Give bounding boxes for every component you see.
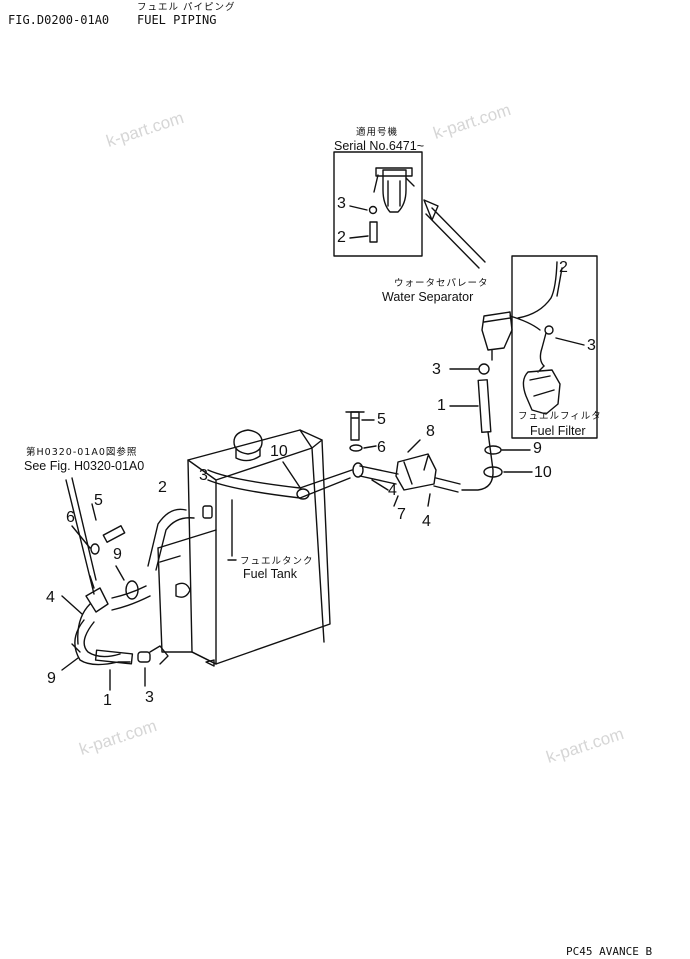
serial-label: Serial No.6471~ [334, 139, 424, 153]
water-separator-label: Water Separator [382, 290, 474, 304]
clamp-left-filter [352, 462, 364, 478]
water-separator-body [481, 311, 513, 361]
fuel-tank-label: Fuel Tank [243, 567, 297, 581]
inset-hose [369, 221, 378, 243]
callout-4-left: 4 [46, 589, 55, 606]
water-separator-label-japanese: ウォータセパレータ [394, 278, 489, 289]
callout-3-tank: 3 [199, 467, 208, 484]
callout-10-right: 10 [534, 464, 552, 481]
left-pump [85, 575, 109, 613]
callout-3-inset: 3 [337, 195, 346, 212]
fuel-tank-cap [233, 429, 263, 462]
callout-7: 7 [397, 506, 406, 523]
fuel-filter-drawing [522, 365, 561, 415]
clamp-9-left [125, 580, 139, 600]
hose-to-filter-left [359, 465, 399, 485]
separator-clip-3 [478, 363, 490, 375]
callout-3-fuel-filter: 3 [587, 337, 596, 354]
callout-1-separator: 1 [437, 397, 446, 414]
callout-2-fuel-filter: 2 [559, 259, 568, 276]
hose-loop-left [74, 619, 131, 666]
inset-filter-body [373, 167, 415, 213]
fuel-filter-inset-frame [511, 255, 598, 439]
figure-code: FIG.D0200-01A0 [8, 13, 110, 27]
fuel-filter-pipe [517, 261, 558, 319]
callout-3-separator: 3 [432, 361, 441, 378]
serial-label-japanese: 適用号機 [356, 127, 399, 138]
fuel-line-top [207, 469, 353, 489]
reference-label-japanese: 第H0320-01A0図参照 [26, 447, 138, 458]
callout-10-tank: 10 [270, 443, 288, 460]
fuel-filter-clip [544, 325, 554, 335]
callout-5-left: 5 [94, 492, 103, 509]
callout-8: 8 [426, 423, 435, 440]
figure-title: FUEL PIPING [137, 13, 217, 27]
callout-1-left: 1 [103, 692, 112, 709]
fuel-filter-label-japanese: フュエルフィルタ [518, 411, 602, 422]
bolt-5 [350, 411, 360, 441]
callout-9-lower-left: 9 [47, 670, 56, 687]
fuel-filter-label: Fuel Filter [530, 424, 586, 438]
fuel-tank-label-japanese: フュエルタンク [240, 556, 314, 567]
inset-clip [368, 205, 378, 215]
reference-label: See Fig. H0320-01A0 [24, 459, 145, 473]
hose-from-filter-right [433, 477, 461, 493]
tank-fitting-10 [296, 488, 310, 500]
separator-hose-1 [477, 379, 492, 433]
title-japanese: フュエル パイピング [137, 2, 236, 13]
callout-4-right: 4 [422, 513, 431, 530]
hose-1-left [94, 649, 134, 665]
washer-6 [349, 444, 363, 452]
clip-3-bottom [137, 651, 151, 663]
callout-6-left: 6 [66, 509, 75, 526]
arrow-to-inset [423, 199, 486, 269]
inline-filter-8 [395, 453, 437, 491]
callout-3-bottom: 3 [145, 689, 154, 706]
callout-9-right: 9 [533, 440, 542, 457]
callout-2-tank: 2 [158, 479, 167, 496]
callout-2-inset: 2 [337, 229, 346, 246]
callout-6-center: 6 [377, 439, 386, 456]
callout-5-center: 5 [377, 411, 386, 428]
clamp-10-right [483, 466, 503, 478]
pipe-separator-down [461, 431, 494, 491]
washer-6-left [90, 543, 100, 555]
clip-3-tank [202, 505, 213, 519]
callout-4-center: 4 [388, 482, 397, 499]
bolt-5-left [102, 525, 126, 543]
hose-2-left [147, 508, 195, 571]
footer-model-text: PC45 AVANCE B [566, 945, 653, 958]
callout-9-upper-left: 9 [113, 546, 122, 563]
clamp-9-right [484, 445, 502, 455]
inset-serial-frame [333, 151, 423, 257]
